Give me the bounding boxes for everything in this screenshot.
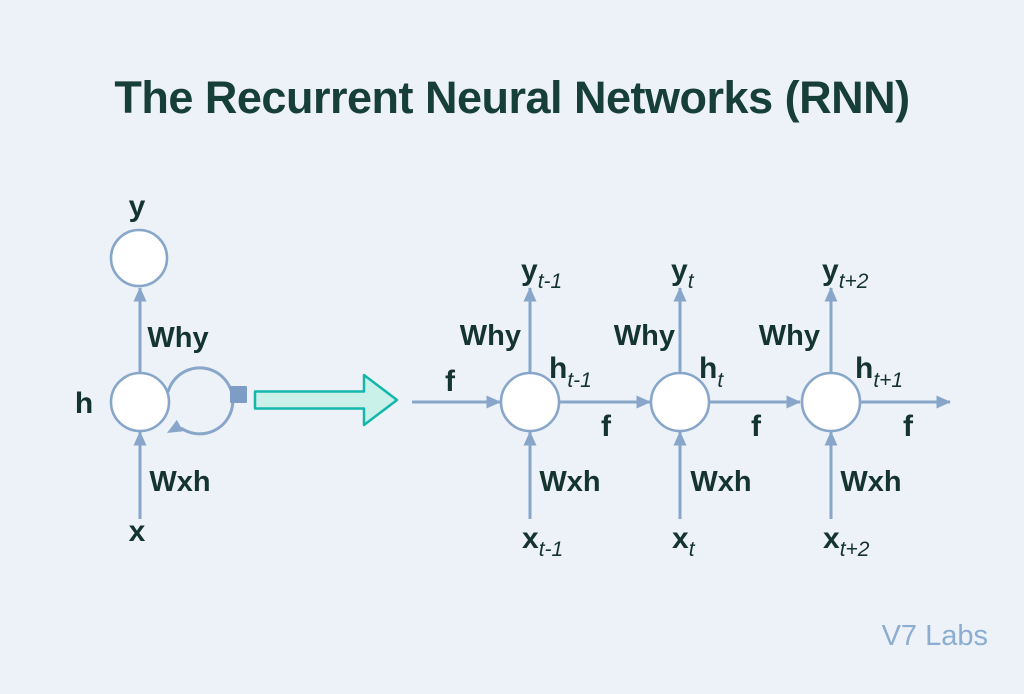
output-base-1: y bbox=[521, 254, 538, 287]
input-base-2: x bbox=[672, 522, 689, 555]
watermark: V7 Labs bbox=[881, 620, 988, 652]
folded-input-weight-label: Wxh bbox=[149, 466, 210, 498]
output-base-2: y bbox=[671, 254, 688, 287]
folded-hidden-node bbox=[109, 371, 171, 433]
hidden-base-1: h bbox=[549, 352, 567, 385]
output-label-1: yt-1 bbox=[521, 254, 562, 293]
hidden-node-1 bbox=[499, 371, 561, 433]
f-label-out: f bbox=[903, 410, 914, 443]
input-base-3: x bbox=[823, 522, 840, 555]
output-sub-3: t+2 bbox=[839, 270, 869, 293]
input-sub-2: t bbox=[689, 538, 696, 561]
output-sub-1: t-1 bbox=[538, 270, 563, 293]
input-label-1: xt-1 bbox=[522, 522, 563, 561]
f-label-1-2: f bbox=[601, 410, 612, 443]
unroll-arrow-icon bbox=[253, 373, 399, 427]
hidden-base-3: h bbox=[855, 352, 873, 385]
hidden-sub-2: t bbox=[717, 369, 724, 392]
hidden-base-2: h bbox=[699, 352, 717, 385]
hidden-label-1: ht-1 bbox=[549, 352, 592, 392]
folded-input-label: x bbox=[129, 515, 146, 548]
f-label-2-3: f bbox=[751, 410, 762, 443]
recurrent-loop-arrowhead bbox=[167, 419, 184, 433]
input-label-2: xt bbox=[672, 522, 696, 561]
input-sub-3: t+2 bbox=[840, 538, 870, 561]
f-label-in: f bbox=[445, 365, 456, 398]
hidden-label-2: ht bbox=[699, 352, 724, 392]
folded-output-label: y bbox=[129, 190, 146, 223]
output-weight-label-1: Why bbox=[460, 320, 521, 352]
output-sub-2: t bbox=[688, 270, 695, 293]
hidden-node-2 bbox=[649, 371, 711, 433]
page-title: The Recurrent Neural Networks (RNN) bbox=[114, 72, 910, 123]
input-label-3: xt+2 bbox=[823, 522, 870, 561]
hidden-sub-1: t-1 bbox=[567, 369, 592, 392]
output-weight-label-2: Why bbox=[614, 320, 675, 352]
folded-output-weight-label: Why bbox=[147, 322, 208, 354]
input-weight-label-2: Wxh bbox=[690, 466, 751, 498]
input-weight-label-3: Wxh bbox=[840, 466, 901, 498]
recurrent-loop-square bbox=[230, 386, 247, 403]
folded-hidden-label: h bbox=[75, 387, 93, 420]
input-sub-1: t-1 bbox=[539, 538, 564, 561]
output-label-2: yt bbox=[671, 254, 695, 293]
output-base-3: y bbox=[822, 254, 839, 287]
folded-output-node bbox=[109, 228, 169, 288]
input-base-1: x bbox=[522, 522, 539, 555]
hidden-sub-3: t+1 bbox=[873, 369, 903, 392]
output-weight-label-3: Why bbox=[759, 320, 820, 352]
input-weight-label-1: Wxh bbox=[539, 466, 600, 498]
hidden-node-3 bbox=[800, 371, 862, 433]
hidden-label-3: ht+1 bbox=[855, 352, 903, 392]
output-label-3: yt+2 bbox=[822, 254, 869, 293]
